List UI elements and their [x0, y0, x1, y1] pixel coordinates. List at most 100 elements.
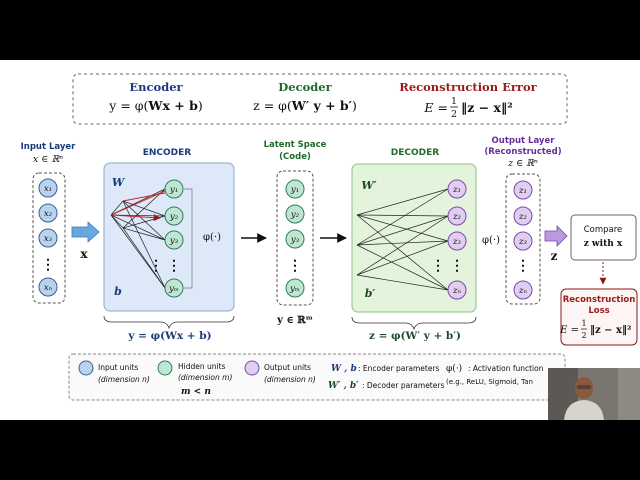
input-layer-box: [32, 172, 66, 304]
latent-nodes: y₁ y₂ y₃ ⋮ yₘ: [285, 179, 305, 298]
svg-text:1: 1: [581, 319, 586, 328]
encoder-formula-label: y = φ(Wx + b): [127, 330, 211, 342]
decoder-formula-title: Decoder: [278, 80, 332, 94]
activation-bracket: [184, 188, 193, 289]
decoder-node: [447, 206, 467, 226]
input-layer-title: Input Layer: [21, 142, 77, 152]
legend-input-label: Input units: [98, 363, 138, 372]
input-node: [38, 203, 58, 223]
compare-line2: z with x: [584, 239, 623, 249]
webcam-thumbnail: [548, 368, 640, 420]
svg-text:2: 2: [581, 331, 586, 340]
svg-text:⋮: ⋮: [288, 258, 302, 274]
reconstruction-error-formula: E = 1 2 ‖z − x‖²: [423, 96, 512, 120]
latent-title: Latent Space: [264, 140, 327, 150]
svg-text:z₃: z₃: [518, 237, 527, 247]
svg-text:y₂: y₂: [169, 212, 179, 222]
svg-text:⋮: ⋮: [516, 258, 530, 274]
output-layer-box: [505, 173, 541, 305]
hidden-node: [164, 230, 184, 250]
input-nodes: x₁ x₂ x₃ ⋮ xₙ: [38, 178, 58, 297]
output-node: [513, 180, 533, 200]
loss-formula: E = 1 2 ‖z − x‖²: [559, 319, 631, 340]
legend-hidden-label: Hidden units: [178, 362, 226, 371]
svg-text:E =: E =: [559, 325, 579, 336]
compare-line1: Compare: [584, 225, 623, 235]
decoder-node: [447, 280, 467, 300]
svg-text:1: 1: [451, 96, 457, 107]
reconstruction-loss-box: [560, 288, 638, 346]
svg-text:y₃: y₃: [169, 236, 179, 246]
legend-hidden-rel: m < n: [181, 387, 211, 397]
decoder-formula: z = φ(W′ y + b′): [253, 98, 357, 113]
svg-text:2: 2: [451, 109, 457, 120]
encoder-highlight-weights: [110, 190, 166, 222]
svg-text:y₃: y₃: [290, 235, 300, 245]
decoder-title: DECODER: [391, 148, 439, 158]
loss-title-line1: Reconstruction: [563, 295, 636, 305]
legend-enc-params: : Encoder parameters: [358, 364, 440, 373]
svg-text:z₁: z₁: [452, 185, 461, 195]
legend-act-sym: φ(·): [446, 363, 462, 374]
legend-dec-params: : Decoder parameters: [362, 381, 444, 390]
hidden-node: [164, 179, 184, 199]
svg-text:⋮: ⋮: [41, 257, 55, 273]
input-node: [38, 277, 58, 297]
latent-node: [285, 229, 305, 249]
encoder-weight-label: W: [112, 176, 126, 189]
latent-subtitle: (Code): [279, 152, 311, 162]
latent-node: [285, 278, 305, 298]
encoder-formula: y = φ(Wx + b): [108, 98, 202, 113]
decoder-brace: [351, 316, 477, 331]
compare-box: [570, 214, 637, 261]
output-layer-subtitle: (Reconstructed): [484, 147, 561, 157]
output-nodes: z₁ z₂ z₃ ⋮ zₙ: [513, 180, 533, 300]
input-node: [38, 228, 58, 248]
svg-text:x₁: x₁: [44, 184, 52, 194]
legend-enc-params-sym: W , b: [331, 364, 357, 374]
svg-text:x₂: x₂: [44, 209, 53, 219]
output-layer-title: Output Layer: [492, 136, 556, 146]
legend-input-swatch: [78, 360, 94, 376]
encoder-formula-title: Encoder: [129, 80, 183, 94]
decoder-output-nodes: z₁ z₂ z₃ ⋮ ⋮ zₙ: [431, 179, 467, 300]
decoder-node: [447, 231, 467, 251]
legend-dec-params-sym: W′ , b′: [328, 381, 359, 391]
latent-dim: y ∈ ℝᵐ: [276, 315, 313, 326]
latent-node: [285, 179, 305, 199]
latent-node: [285, 204, 305, 224]
svg-text:y₂: y₂: [290, 210, 300, 220]
input-arrow-icon: [71, 221, 100, 243]
legend-hidden-swatch: [157, 360, 173, 376]
encoder-title: ENCODER: [143, 148, 192, 158]
decoder-weight-label: W′: [361, 179, 376, 192]
legend-input-dim: (dimension n): [98, 375, 150, 384]
decoder-bias-label: b′: [365, 287, 376, 300]
svg-text:⋮: ⋮: [149, 258, 163, 274]
reconstruction-error-title: Reconstruction Error: [399, 80, 537, 94]
svg-text:z₂: z₂: [452, 212, 461, 222]
legend-box: [68, 353, 566, 401]
legend-output-dim: (dimension n): [264, 375, 316, 384]
svg-text:y₁: y₁: [169, 185, 178, 195]
autoencoder-diagram: Encoder y = φ(Wx + b) Decoder z = φ(W′ y…: [21, 73, 638, 401]
svg-text:z₁: z₁: [518, 186, 527, 196]
output-arrow-label: z: [551, 249, 558, 263]
formula-box: [72, 73, 568, 125]
svg-text:⋮: ⋮: [167, 258, 181, 274]
svg-text:yₘ: yₘ: [289, 284, 300, 294]
legend-act-label: : Activation function: [468, 364, 544, 373]
decoder-formula-label: z = φ(W′ y + b′): [369, 330, 461, 342]
svg-text:z₃: z₃: [452, 237, 461, 247]
svg-text:‖z − x‖²: ‖z − x‖²: [590, 325, 631, 336]
svg-text:⋮: ⋮: [450, 258, 464, 274]
svg-text:zₙ: zₙ: [452, 286, 461, 296]
input-arrow-label: x: [80, 247, 88, 261]
encoder-activation: φ(·): [203, 232, 221, 243]
input-dim: x ∈ ℝⁿ: [33, 154, 63, 165]
decoder-connections: [356, 188, 449, 291]
output-node: [513, 280, 533, 300]
svg-text:‖z − x‖²: ‖z − x‖²: [461, 100, 513, 115]
encoder-hidden-nodes: y₁ y₂ y₃ ⋮ ⋮ yₘ: [149, 179, 184, 298]
svg-text:xₙ: xₙ: [44, 283, 53, 293]
